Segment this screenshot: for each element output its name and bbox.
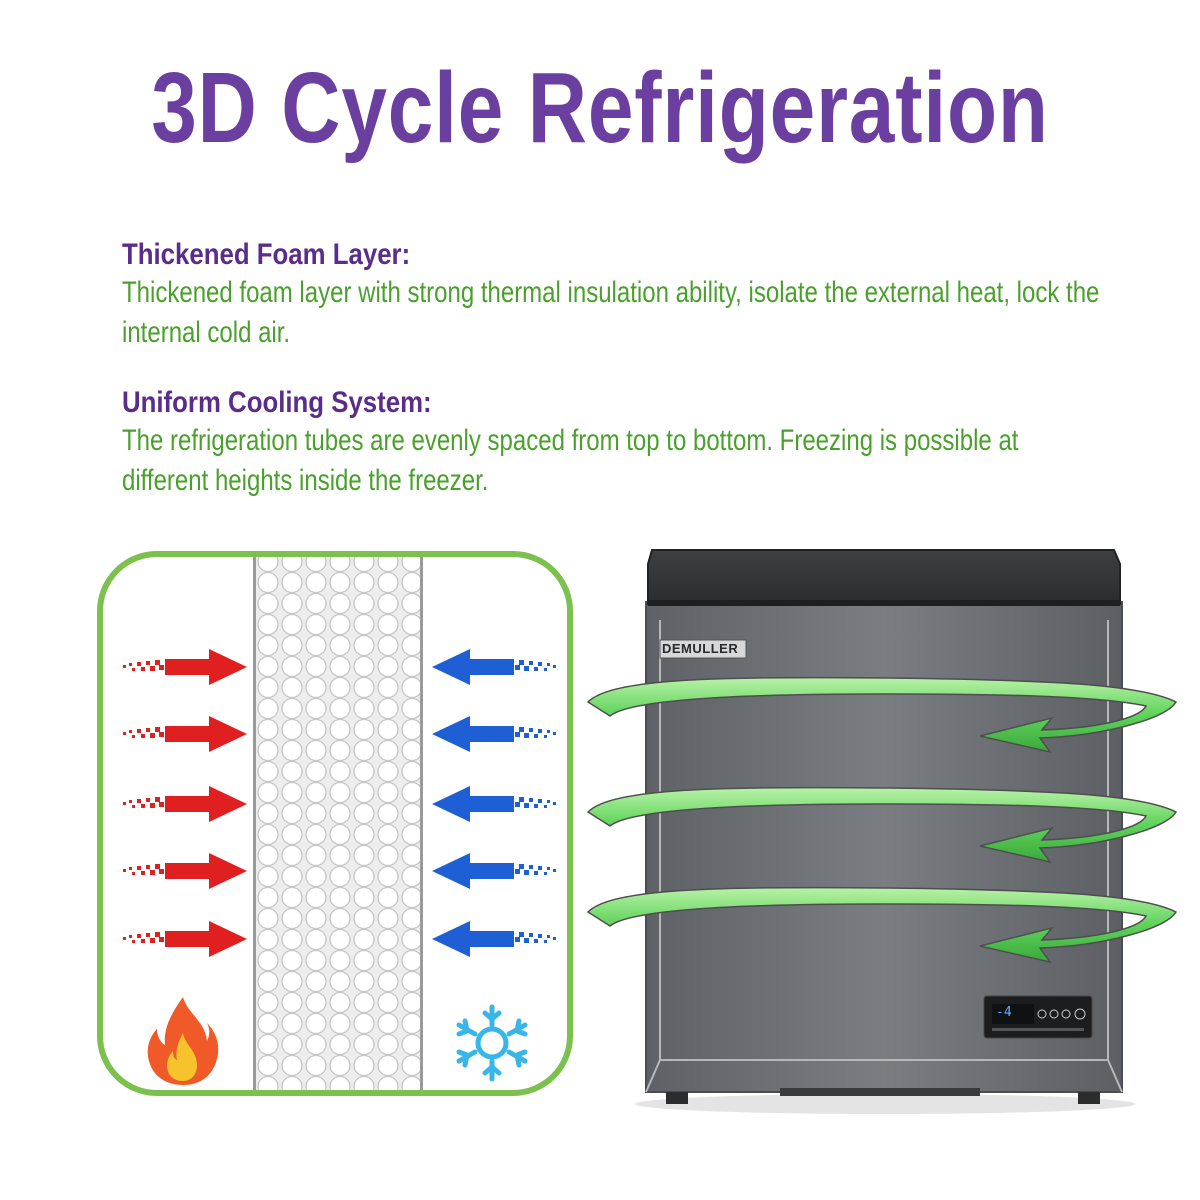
- cold-arrow-icon: [432, 716, 556, 752]
- cold-arrow-icon: [432, 786, 556, 822]
- hot-arrow-icon: [123, 921, 247, 957]
- hot-arrow-icon: [123, 649, 247, 685]
- page-title: 3D Cycle Refrigeration: [151, 52, 1049, 164]
- hot-arrow-icon: [123, 716, 247, 752]
- brand-label: DEMULLER: [662, 641, 739, 656]
- cold-arrow-icon: [432, 649, 556, 685]
- temperature-display: -4: [996, 1005, 1012, 1020]
- freezer-graphic: [586, 549, 1178, 1114]
- fire-icon: [147, 997, 219, 1085]
- cold-arrow-icon: [432, 853, 556, 889]
- snowflake-icon: [456, 1004, 528, 1082]
- section-body: Thickened foam layer with strong thermal…: [122, 275, 1100, 349]
- cold-arrow-icon: [432, 921, 556, 957]
- section-cooling-system: Uniform Cooling System: The refrigeratio…: [122, 386, 1112, 501]
- foam-layer: [253, 557, 423, 1090]
- hot-arrow-icon: [123, 786, 247, 822]
- insulation-diagram: [97, 551, 573, 1096]
- freezer-illustration: DEMULLER -4: [580, 540, 1190, 1120]
- section-heading: Uniform Cooling System:: [122, 386, 432, 419]
- section-foam-layer: Thickened Foam Layer: Thickened foam lay…: [122, 238, 1112, 353]
- section-heading: Thickened Foam Layer:: [122, 238, 411, 271]
- hot-arrow-icon: [123, 853, 247, 889]
- cooling-swirl-icon: [586, 676, 1178, 964]
- section-body: The refrigeration tubes are evenly space…: [122, 423, 1019, 497]
